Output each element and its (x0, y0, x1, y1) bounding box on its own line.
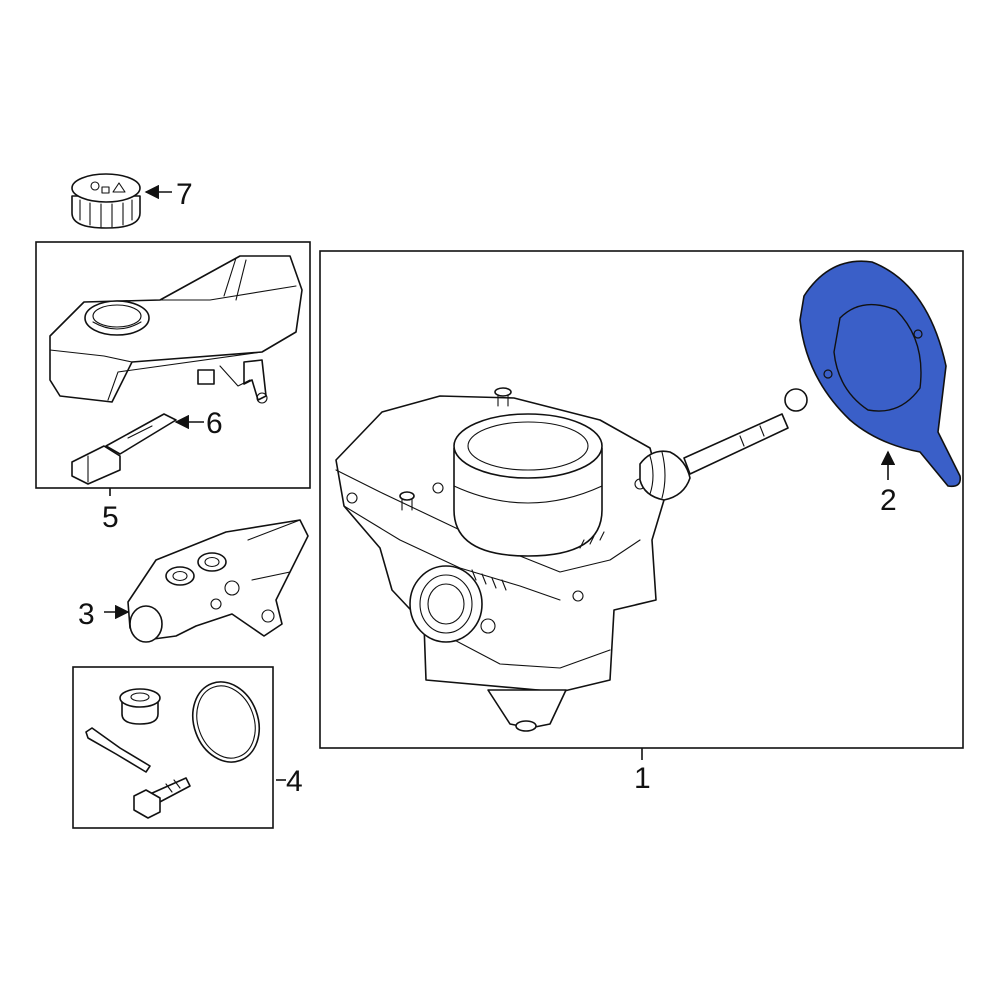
callout-1: 1 (634, 762, 651, 795)
callout-6: 6 (206, 407, 223, 440)
callout-3: 3 (78, 598, 95, 631)
callout-5: 5 (102, 501, 119, 534)
brake-fluid-reservoir-part[interactable] (49, 255, 303, 404)
callout-2: 2 (880, 484, 897, 517)
booster-gasket-part[interactable] (799, 260, 962, 488)
reservoir-cap-part[interactable] (71, 173, 141, 229)
seal-kit-box (72, 666, 274, 829)
fluid-level-sensor-part[interactable] (71, 413, 177, 485)
callout-7: 7 (176, 178, 193, 211)
callout-4: 4 (286, 765, 303, 798)
seal-kit-parts[interactable] (85, 673, 270, 819)
brake-booster-part[interactable] (335, 387, 808, 732)
reservoir-group-box (35, 241, 311, 489)
master-cylinder-part[interactable] (127, 519, 309, 643)
